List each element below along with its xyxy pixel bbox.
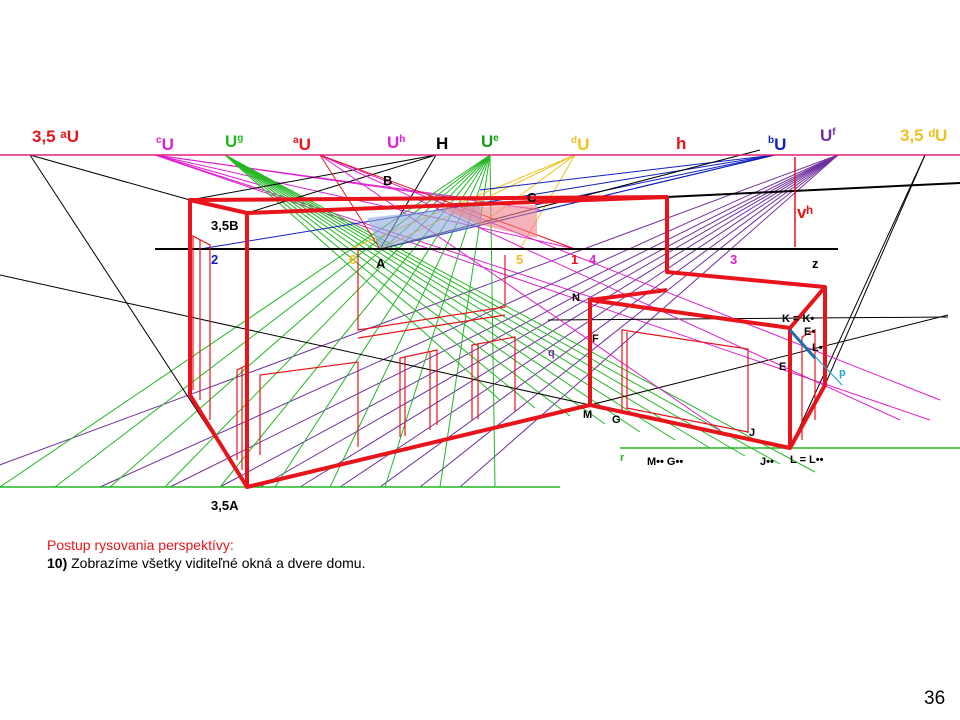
construction-ray — [547, 316, 949, 321]
construction-ray — [319, 154, 381, 250]
label-H: H — [436, 134, 448, 153]
label-3-5B: 3,5B — [211, 218, 238, 233]
construction-ray — [109, 154, 491, 488]
construction-ray — [154, 154, 581, 251]
ground-plan-blue — [367, 205, 482, 249]
construction-ray — [224, 154, 676, 441]
label-2: 2 — [211, 252, 218, 267]
construction-ray — [299, 154, 839, 488]
label-z: z — [812, 256, 819, 271]
label-B: B — [383, 173, 392, 188]
roof-extension — [666, 182, 960, 198]
step-number: 10) — [47, 555, 68, 571]
construction-ray — [419, 154, 839, 488]
label-E: E — [779, 361, 786, 373]
construction-ray — [169, 154, 839, 488]
construction-ray — [219, 154, 839, 488]
label-4: 4 — [589, 252, 597, 267]
label-G: G — [612, 414, 621, 426]
construction-ray — [0, 154, 839, 466]
ground-plan-pink — [440, 205, 537, 238]
label-vh: vʰ — [797, 203, 813, 222]
label-q: q — [548, 347, 555, 359]
label-M: M — [583, 409, 592, 421]
label-6: 6 — [349, 252, 356, 267]
caption-step: 10) Zobrazíme všetky viditeľné okná a dv… — [47, 555, 365, 571]
label-h: h — [676, 134, 686, 153]
construction-ray — [0, 274, 591, 406]
label-K: K = K• — [782, 313, 814, 325]
label-3-5-dU: 3,5 ᵈU — [900, 126, 947, 145]
construction-ray — [224, 154, 746, 457]
label-aU: aU — [293, 135, 311, 154]
construction-ray — [189, 154, 437, 201]
construction-ray — [824, 154, 926, 386]
house-outline — [188, 195, 827, 489]
label-dU: dU — [571, 135, 589, 154]
label-F: F — [592, 333, 599, 345]
construction-ray — [224, 154, 781, 465]
label-p: p — [839, 367, 846, 379]
label-Ue: Ue — [481, 132, 499, 151]
label-bU: bU — [768, 135, 786, 154]
label-C: C — [527, 190, 537, 205]
label-E-star: E• — [804, 326, 815, 338]
label-J: J — [749, 427, 755, 439]
label-N: N — [572, 292, 580, 304]
construction-ray — [224, 154, 816, 473]
construction-ray — [224, 154, 571, 417]
construction-ray — [379, 154, 839, 488]
label-1: 1 — [571, 252, 578, 267]
construction-ray — [319, 154, 941, 401]
label-r: r — [620, 452, 625, 464]
step-text: Zobrazíme všetky viditeľné okná a dvere … — [67, 555, 366, 571]
label-Uh: Uh — [387, 133, 405, 152]
construction-ray — [789, 154, 926, 449]
construction-ray — [54, 154, 491, 488]
caption-title: Postup rysovania perspektívy: — [47, 537, 234, 553]
label-cU: cU — [156, 135, 174, 154]
construction-ray — [319, 154, 721, 431]
label-Uf: Uf — [820, 126, 836, 145]
ke-segment — [788, 329, 817, 359]
label-Ug: Ug — [225, 132, 243, 151]
construction-ray — [29, 154, 191, 201]
construction-ray — [154, 154, 261, 186]
label-M-G-dstar: M•• G•• — [647, 456, 683, 468]
label-5: 5 — [516, 252, 523, 267]
windows-doors — [192, 235, 816, 470]
label-3-5A: 3,5A — [211, 498, 239, 513]
construction-ray — [224, 154, 501, 401]
construction-ray — [246, 154, 437, 214]
construction-ray — [224, 154, 536, 409]
page-number: 36 — [924, 688, 946, 709]
label-3-5-aU: 3,5 ᵃU — [32, 127, 79, 146]
label-J-dstar: J•• — [760, 456, 774, 468]
construction-ray — [479, 154, 776, 191]
label-3: 3 — [730, 252, 737, 267]
label-A: A — [376, 256, 386, 271]
label-L-star: L• — [812, 342, 823, 354]
construction-ray — [459, 154, 839, 488]
label-L-eq: L = L•• — [790, 454, 824, 466]
